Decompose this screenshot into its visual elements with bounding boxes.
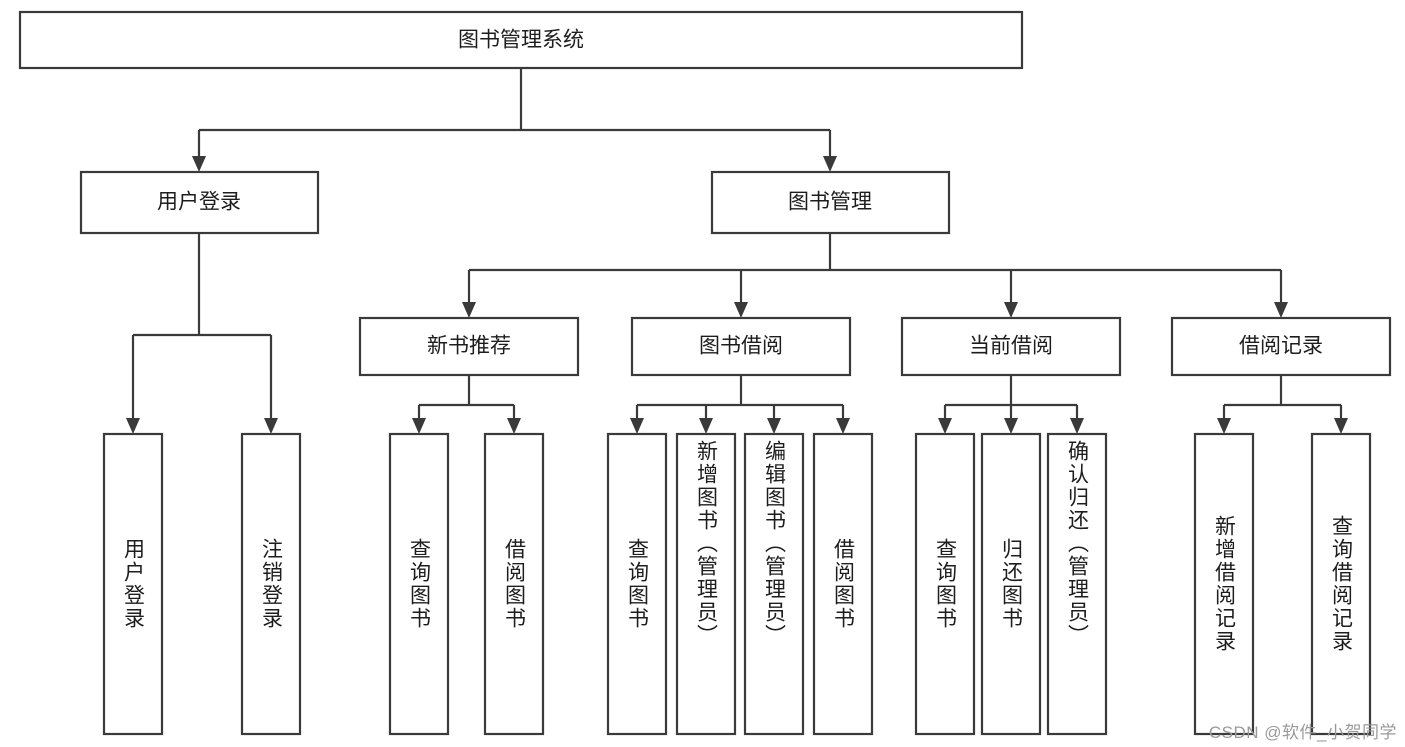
arrowhead-book-manage-child-1 [462, 302, 476, 318]
arrowhead-book-borrow-leaf-3 [767, 418, 781, 434]
arrowhead-borrow-record-leaf-1 [1217, 418, 1231, 434]
node-borrow-record[interactable]: 借阅记录 [1170, 316, 1392, 377]
arrowhead-book-borrow-leaf-1 [630, 418, 644, 434]
connector-group-user-login [126, 233, 278, 434]
node-leaf-new-book-1-box[interactable] [388, 432, 450, 736]
node-leaf-book-borrow-4-box[interactable] [812, 432, 874, 736]
node-current-borrow-label: 当前借阅 [969, 335, 1053, 358]
node-root-system[interactable]: 图书管理系统 [18, 10, 1024, 70]
node-leaf-book-borrow-2-box[interactable] [675, 432, 737, 736]
node-leaf-user-login-1-box[interactable] [102, 432, 164, 736]
arrowhead-current-borrow-leaf-2 [1004, 418, 1018, 434]
arrowhead-root-to-book-manage [823, 156, 837, 172]
node-borrow-record-box[interactable] [1170, 316, 1392, 377]
connector-group-borrow-record [1217, 375, 1348, 434]
node-book-borrow[interactable]: 图书借阅 [630, 316, 852, 377]
node-leaf-current-borrow-3-box[interactable] [1046, 432, 1108, 736]
node-root-system-label: 图书管理系统 [458, 29, 584, 52]
node-leaf-borrow-record-1-box[interactable] [1193, 432, 1255, 736]
arrowhead-borrow-record-leaf-2 [1334, 418, 1348, 434]
connector-group-current-borrow [938, 375, 1084, 434]
arrowhead-book-manage-child-2 [734, 302, 748, 318]
arrowhead-current-borrow-leaf-3 [1070, 418, 1084, 434]
connector-group-root [192, 68, 837, 172]
node-leaf-book-borrow-1-box[interactable] [606, 432, 668, 736]
node-leaf-book-borrow-3-box[interactable] [743, 432, 805, 736]
node-user-login-box[interactable] [79, 170, 320, 235]
node-book-borrow-label: 图书借阅 [699, 335, 783, 358]
arrowhead-new-book-leaf-1 [412, 418, 426, 434]
node-current-borrow[interactable]: 当前借阅 [900, 316, 1122, 377]
node-root-system-box[interactable] [18, 10, 1024, 70]
arrowhead-book-manage-child-4 [1274, 302, 1288, 318]
connector-group-book-borrow [630, 375, 850, 434]
node-book-manage[interactable]: 图书管理 [710, 170, 951, 235]
node-user-login[interactable]: 用户登录 [79, 170, 320, 235]
node-new-book-recommend-label: 新书推荐 [427, 335, 511, 358]
arrowhead-book-borrow-leaf-2 [699, 418, 713, 434]
arrowhead-book-manage-child-3 [1004, 302, 1018, 318]
arrowhead-user-login-leaf-2 [264, 418, 278, 434]
node-leaf-current-borrow-1-box[interactable] [914, 432, 976, 736]
connector-group-book-manage [462, 233, 1288, 318]
node-user-login-label: 用户登录 [157, 191, 241, 214]
arrowhead-book-borrow-leaf-4 [836, 418, 850, 434]
node-borrow-record-label: 借阅记录 [1239, 335, 1323, 358]
node-leaf-new-book-2-box[interactable] [483, 432, 545, 736]
node-book-manage-box[interactable] [710, 170, 951, 235]
node-book-borrow-box[interactable] [630, 316, 852, 377]
csdn-watermark: CSDN @软件_小贺同学 [1208, 723, 1397, 742]
node-leaf-borrow-record-2-box[interactable] [1310, 432, 1372, 736]
arrowhead-current-borrow-leaf-1 [938, 418, 952, 434]
node-current-borrow-box[interactable] [900, 316, 1122, 377]
arrowhead-root-to-user-login [192, 156, 206, 172]
arrowhead-new-book-leaf-2 [507, 418, 521, 434]
node-new-book-recommend-box[interactable] [358, 316, 580, 377]
node-leaf-user-login-2-box[interactable] [240, 432, 302, 736]
arrowhead-user-login-leaf-1 [126, 418, 140, 434]
node-new-book-recommend[interactable]: 新书推荐 [358, 316, 580, 377]
node-leaf-current-borrow-2-box[interactable] [980, 432, 1042, 736]
node-book-manage-label: 图书管理 [788, 191, 872, 214]
connector-group-new-book-recommend [412, 375, 521, 434]
